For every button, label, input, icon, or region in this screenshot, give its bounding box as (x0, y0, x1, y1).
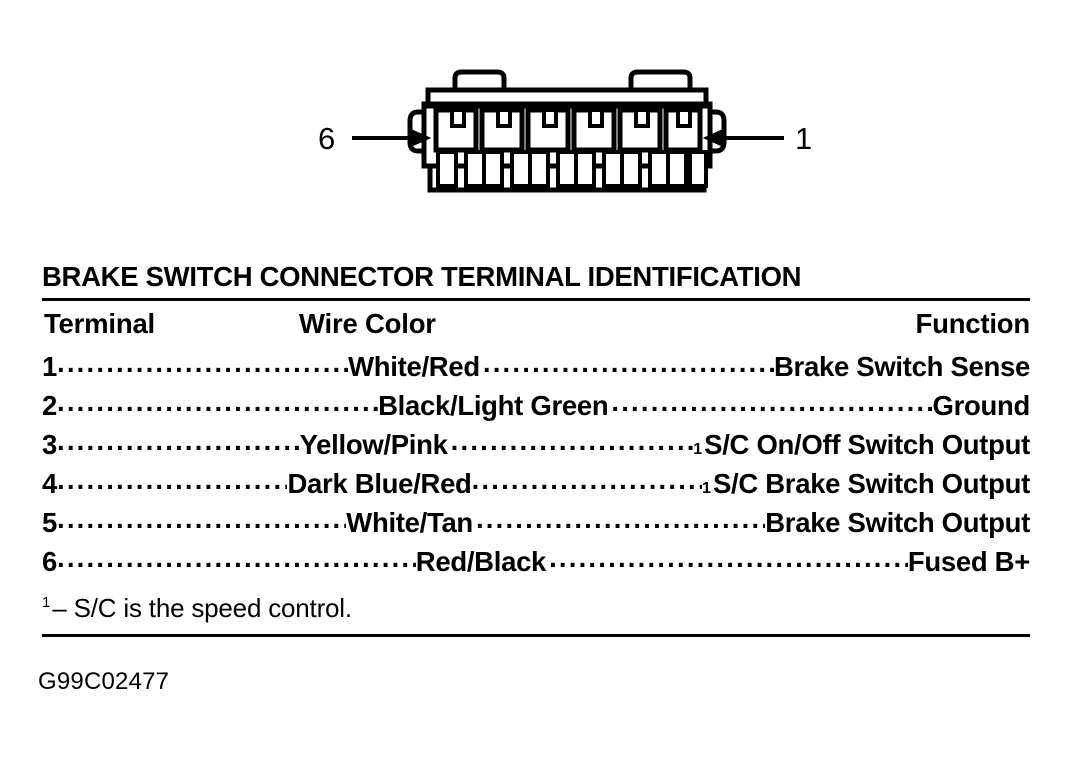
table-row: 3 Yellow/Pink 1 S/C On/Off Switch Output (42, 429, 1030, 468)
connector-figure: 6 1 (0, 0, 1067, 230)
leader-dots (480, 351, 774, 379)
arrowhead-6 (411, 129, 432, 147)
cell-function: Brake Switch Output (765, 506, 1030, 538)
skirt-slot-c (556, 150, 578, 188)
terminal-cavity-3 (571, 107, 617, 188)
leader-dots (473, 507, 765, 535)
callout-label-terminal-6: 6 (318, 121, 336, 156)
leader-dots (57, 507, 346, 535)
footnote-marker: 1 (702, 479, 711, 497)
leader-dots (546, 546, 908, 574)
table-row: 5 White/Tan Brake Switch Output (42, 507, 1030, 546)
leader-dots (57, 390, 378, 418)
connector-diagram-svg (352, 69, 784, 193)
terminal-cavity-5 (479, 107, 525, 188)
column-header-wire-color: Wire Color (299, 307, 436, 339)
cell-function: S/C On/Off Switch Output (704, 428, 1030, 460)
table-row: 2 Black/Light Green Ground (42, 390, 1030, 429)
table-footnote: 1– S/C is the speed control. (42, 593, 1030, 624)
table-row: 4 Dark Blue/Red 1 S/C Brake Switch Outpu… (42, 468, 1030, 507)
cell-terminal: 2 (42, 389, 57, 421)
skirt-slot-e (648, 150, 670, 188)
cell-function: Fused B+ (907, 545, 1030, 577)
divider-bottom (42, 633, 1030, 637)
leader-dots (57, 429, 300, 457)
cell-wire-color: Dark Blue/Red (287, 467, 472, 499)
cell-function: Ground (932, 389, 1031, 421)
side-bump-left (407, 109, 424, 154)
footnote-text: – S/C is the speed control. (52, 592, 352, 623)
locking-tab-left (452, 69, 507, 92)
table-row: 6 Red/Black Fused B+ (42, 546, 1030, 585)
table-row: 1 White/Red Brake Switch Sense (42, 351, 1030, 390)
leader-dots (57, 546, 416, 574)
arrowhead-1 (702, 129, 723, 147)
footnote-marker: 1 (693, 440, 703, 458)
cell-terminal: 1 (42, 350, 57, 382)
column-header-function: Function (915, 307, 1031, 339)
cell-wire-color: White/Red (348, 350, 480, 382)
terminal-identification-table: BRAKE SWITCH CONNECTOR TERMINAL IDENTIFI… (42, 262, 1030, 637)
cell-terminal: 6 (42, 545, 57, 577)
cell-terminal: 3 (42, 428, 57, 460)
cell-wire-color: White/Tan (346, 506, 473, 538)
table-title: BRAKE SWITCH CONNECTOR TERMINAL IDENTIFI… (42, 261, 802, 292)
callout-label-terminal-1: 1 (795, 121, 813, 156)
cell-wire-color: Yellow/Pink (299, 428, 448, 460)
terminal-cavity-4 (525, 107, 571, 188)
skirt-slot-f (688, 150, 708, 188)
skirt-slot-d (602, 150, 624, 188)
leader-dots (448, 429, 694, 457)
cell-wire-color: Red/Black (415, 545, 547, 577)
skirt-slot-a (464, 150, 486, 188)
leader-dots (608, 390, 932, 418)
cell-function: S/C Brake Switch Output (712, 467, 1030, 499)
skirt-slot-b (510, 150, 532, 188)
leader-dots (57, 351, 348, 379)
leader-dots (57, 468, 287, 496)
cell-terminal: 4 (42, 467, 57, 499)
cell-function: Brake Switch Sense (774, 350, 1030, 382)
figure-id-caption: G99C02477 (38, 668, 170, 695)
cell-wire-color: Black/Light Green (378, 389, 609, 421)
table-column-headers: Terminal Wire Color Function (42, 308, 1030, 348)
leader-dots (472, 468, 702, 496)
table-body: 1 White/Red Brake Switch Sense 2 Black/L… (42, 351, 1030, 585)
locking-tab-right (628, 69, 693, 92)
terminal-cavity-group (433, 107, 708, 188)
footnote-marker: 1 (42, 593, 51, 611)
side-bump-right (710, 109, 727, 154)
column-header-terminal: Terminal (44, 307, 155, 339)
divider-under-title (42, 297, 1030, 301)
cell-terminal: 5 (42, 506, 57, 538)
callout-arrows (352, 129, 784, 147)
